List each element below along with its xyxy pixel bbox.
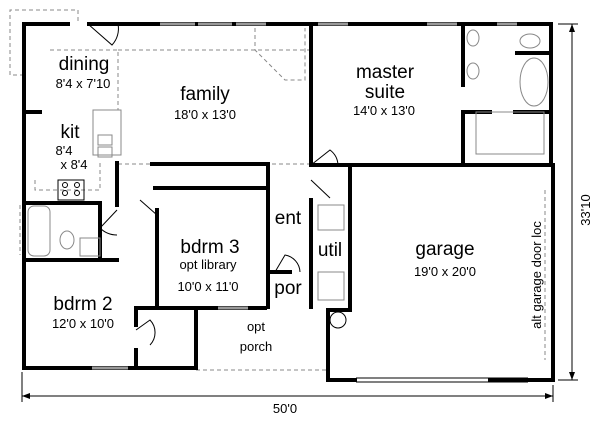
porch-label-1: opt — [247, 319, 265, 334]
dimension-lines: 50'0 33'10 — [21, 23, 593, 416]
alt-garage-door-note: alt garage door loc — [529, 221, 544, 329]
bdrm2-size: 12'0 x 10'0 — [52, 316, 114, 331]
dashed-outlines — [9, 9, 546, 371]
windows — [92, 22, 528, 383]
kit-size-1: 8'4 — [56, 143, 73, 158]
por-label: por — [274, 278, 302, 299]
kit-size-2: x 8'4 — [60, 157, 87, 172]
porch-label-2: porch — [240, 339, 273, 354]
kit-label: kit — [61, 122, 81, 143]
dining-size: 8'4 x 7'10 — [56, 76, 111, 91]
width-dimension: 50'0 — [273, 401, 297, 416]
util-label: util — [318, 240, 342, 261]
fixtures — [27, 23, 549, 346]
room-labels: dining 8'4 x 7'10 family 18'0 x 13'0 kit… — [52, 54, 544, 354]
master-label-2: suite — [365, 82, 405, 103]
family-size: 18'0 x 13'0 — [174, 107, 236, 122]
ent-label: ent — [275, 208, 302, 229]
bdrm3-label: bdrm 3 — [180, 237, 239, 258]
bdrm3-size: 10'0 x 11'0 — [177, 279, 238, 294]
bdrm3-sub: opt library — [179, 257, 237, 272]
depth-dimension: 33'10 — [578, 194, 593, 225]
garage-label: garage — [415, 239, 474, 260]
garage-size: 19'0 x 20'0 — [414, 264, 476, 279]
master-size: 14'0 x 13'0 — [353, 103, 415, 118]
master-label-1: master — [356, 62, 415, 83]
family-label: family — [180, 84, 230, 105]
bdrm2-label: bdrm 2 — [53, 294, 112, 315]
dining-label: dining — [59, 54, 110, 75]
